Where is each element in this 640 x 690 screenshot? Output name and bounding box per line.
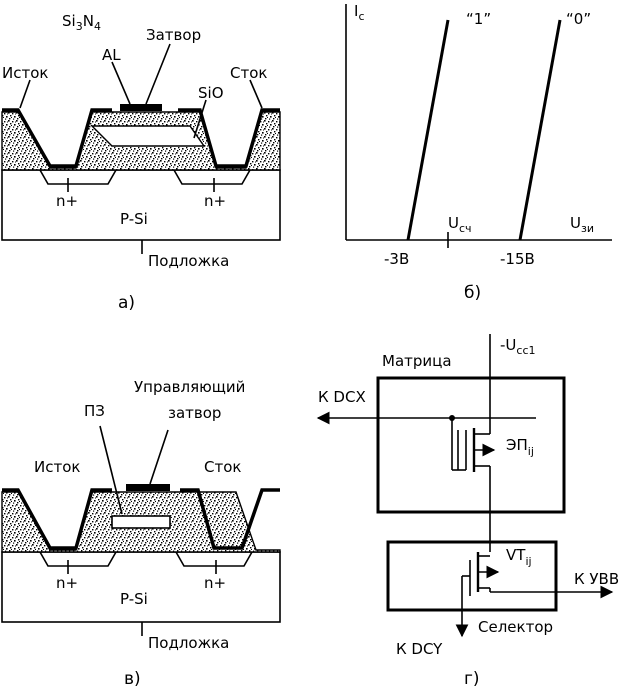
y-axis-label: Ic — [354, 2, 365, 23]
al-label: AL — [102, 46, 121, 64]
n-region-left-c — [39, 551, 117, 567]
panel-b-characteristics-graph: Ic “1” “0” Uсч Uзи -3В -15В б) — [345, 2, 612, 303]
n-region-right-c — [175, 551, 253, 567]
psi-label-c: P-Si — [120, 590, 148, 608]
substrate-label-a: Подложка — [148, 252, 229, 270]
gate-label-a: Затвор — [146, 26, 201, 44]
to-dcy-label: К DCY — [396, 640, 443, 658]
curve-1-line — [406, 19, 450, 241]
drain-label-a: Сток — [230, 64, 267, 82]
x-axis-label: Uзи — [570, 214, 594, 235]
source-label-c: Исток — [34, 458, 80, 476]
selector-box — [386, 540, 558, 612]
floating-gate — [111, 515, 171, 529]
drain-label-c: Сток — [204, 458, 241, 476]
curve-0-label: “0” — [566, 10, 591, 28]
matrix-box — [376, 376, 566, 514]
panel-d-cell-circuit: -Ucc1 Матрица К DCX ЭПij VTij К УВВ К DC… — [316, 334, 619, 689]
vt-label: VTij — [506, 546, 532, 568]
psi-label-a: P-Si — [120, 210, 148, 228]
selector-label: Селектор — [478, 618, 553, 636]
caption-c: в) — [124, 669, 141, 689]
read-voltage-label: Uсч — [448, 214, 472, 235]
source-metal-c — [2, 488, 112, 550]
drain-metal-a — [178, 108, 280, 168]
panel-a-transistor-section: Si3N4 Затвор AL Исток Сток SiO n+ n+ P-S… — [1, 12, 281, 313]
drain-metal-c — [180, 488, 280, 550]
al-leader-a — [111, 61, 131, 105]
n-plus-left-c: n+ — [56, 574, 78, 592]
source-label-a: Исток — [2, 64, 48, 82]
matrix-label: Матрица — [382, 352, 452, 370]
control-gate-label-2: затвор — [168, 404, 221, 422]
caption-a: а) — [118, 293, 135, 313]
panel-c-floating-gate-section: Управляющий затвор ПЗ Исток Сток n+ n+ P… — [1, 378, 281, 689]
pz-label: ПЗ — [84, 402, 105, 420]
gate-leader-a — [145, 43, 171, 105]
sio-label: SiO — [198, 84, 224, 102]
pz-leader — [99, 425, 123, 515]
cell-label: ЭПij — [506, 436, 534, 458]
tick-minus-3v: -3В — [384, 250, 409, 268]
gate-metal-a — [120, 104, 162, 111]
n-plus-left-a: n+ — [56, 192, 78, 210]
substrate-label-c: Подложка — [148, 634, 229, 652]
n-plus-right-a: n+ — [204, 192, 226, 210]
curve-1-label: “1” — [466, 10, 491, 28]
caption-b: б) — [464, 283, 481, 303]
n-region-left-a — [39, 169, 117, 185]
supply-label: -Ucc1 — [500, 336, 536, 357]
caption-d: г) — [464, 669, 480, 689]
sio-leader-a — [193, 99, 207, 139]
si3n4-label: Si3N4 — [62, 12, 101, 33]
to-dcx-label: К DCX — [318, 388, 366, 406]
control-gate-metal — [126, 484, 170, 491]
curve-0-line — [518, 19, 562, 241]
control-gate-leader — [149, 429, 169, 485]
tick-minus-15v: -15В — [500, 250, 535, 268]
n-region-right-a — [173, 169, 251, 185]
substrate-block-c — [1, 551, 281, 623]
source-leader-a — [19, 79, 31, 109]
drain-leader-a — [249, 79, 263, 109]
n-plus-right-c: n+ — [204, 574, 226, 592]
to-uvv-label: К УВВ — [574, 570, 619, 588]
control-gate-label-1: Управляющий — [134, 378, 245, 396]
gate-dielectric-a — [90, 125, 206, 147]
substrate-block-a — [1, 169, 281, 241]
source-metal-a — [2, 108, 112, 168]
